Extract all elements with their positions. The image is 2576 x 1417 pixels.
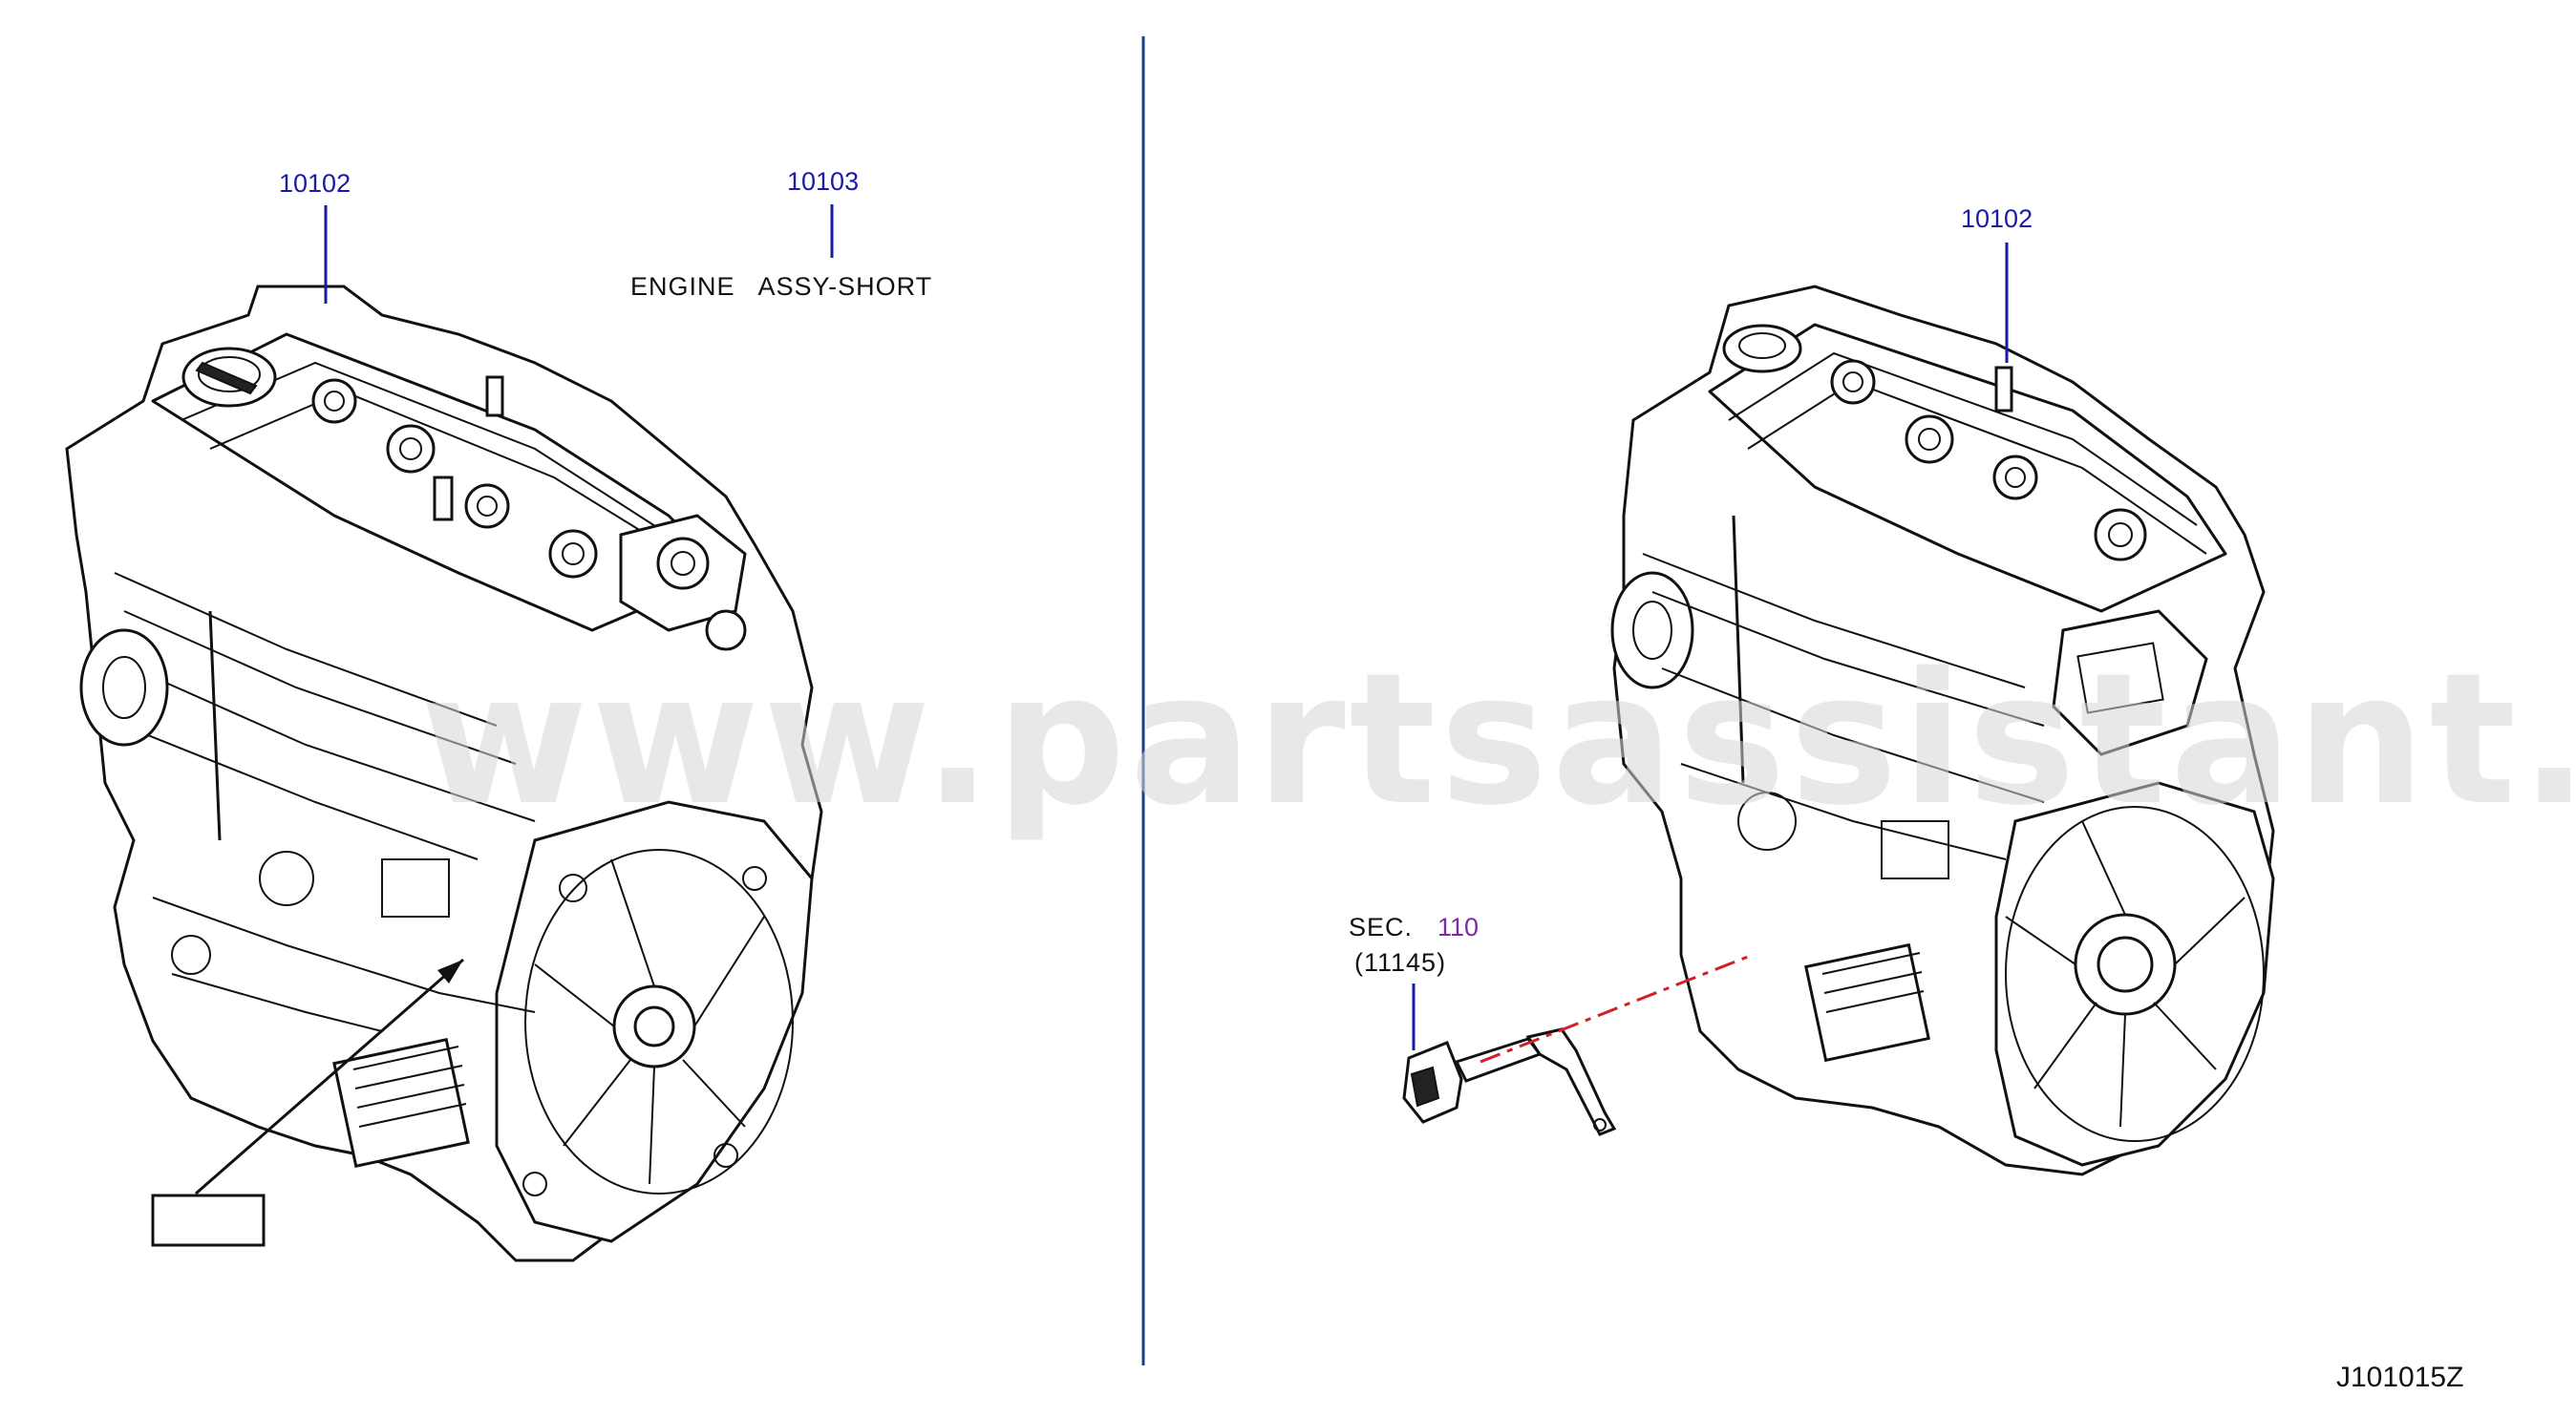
sensor-illustration[interactable] xyxy=(1402,1027,1617,1136)
sticker-arrow-icon xyxy=(437,960,463,983)
assembly-part-number[interactable]: 10103 xyxy=(787,167,859,196)
right-engine-illustration[interactable] xyxy=(1610,285,2275,1176)
left-part-number[interactable]: 10102 xyxy=(279,169,351,198)
left-engine-illustration[interactable] xyxy=(65,285,823,1262)
right-part-number[interactable]: 10102 xyxy=(1961,204,2033,233)
section-number[interactable]: 110 xyxy=(1437,913,1479,941)
blank-label-box xyxy=(151,1194,266,1247)
section-prefix: SEC. xyxy=(1349,913,1413,941)
figure-code: J101015Z xyxy=(2336,1362,2463,1393)
sensor-install-dashline xyxy=(1480,953,1754,1064)
sticker-leader-line xyxy=(195,958,464,1195)
section-reference: (11145) xyxy=(1354,948,1446,977)
assembly-description: ENGINE ASSY-SHORT xyxy=(630,272,932,301)
watermark: www.partsassistant.com xyxy=(420,634,2576,845)
